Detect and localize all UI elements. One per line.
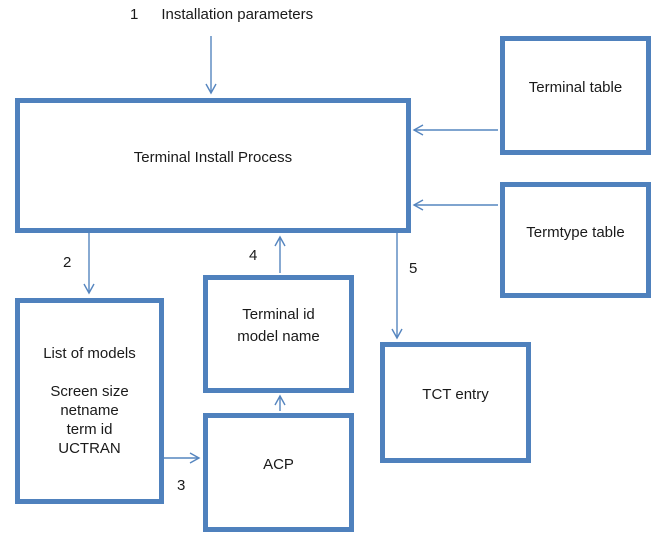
- node-label-line: Terminal id: [242, 306, 315, 323]
- node-label-title: List of models: [43, 345, 136, 362]
- node-label-line: term id: [66, 421, 113, 438]
- node-label-line: netname: [60, 402, 119, 419]
- node-terminal-install-process: Terminal Install Process: [15, 98, 411, 233]
- step-label-4: 4: [249, 247, 258, 264]
- node-acp: ACP: [203, 413, 354, 532]
- node-label: Termtype table: [526, 223, 625, 241]
- flow-title-text: Installation parameters: [161, 6, 314, 23]
- step-label-3: 3: [177, 477, 186, 494]
- node-label: TCT entry: [422, 386, 489, 403]
- step-label-1: 1: [130, 6, 139, 23]
- flow-title: 1 Installation parameters: [130, 6, 313, 23]
- node-label: ACP: [263, 456, 294, 473]
- node-label-line: UCTRAN: [58, 440, 121, 457]
- node-label-line: model name: [237, 328, 320, 345]
- node-termtype-table: Termtype table: [500, 182, 651, 298]
- step-label-5: 5: [409, 260, 418, 277]
- step-label-2: 2: [63, 254, 72, 271]
- node-terminal-id-model-name: Terminal id model name: [203, 275, 354, 393]
- node-label-line: Screen size: [50, 383, 129, 400]
- node-tct-entry: TCT entry: [380, 342, 531, 463]
- node-list-of-models: List of models Screen size netname term …: [15, 298, 164, 504]
- node-label: Terminal table: [528, 79, 623, 96]
- node-terminal-table: Terminal table: [500, 36, 651, 155]
- node-label: Terminal Install Process: [133, 149, 293, 166]
